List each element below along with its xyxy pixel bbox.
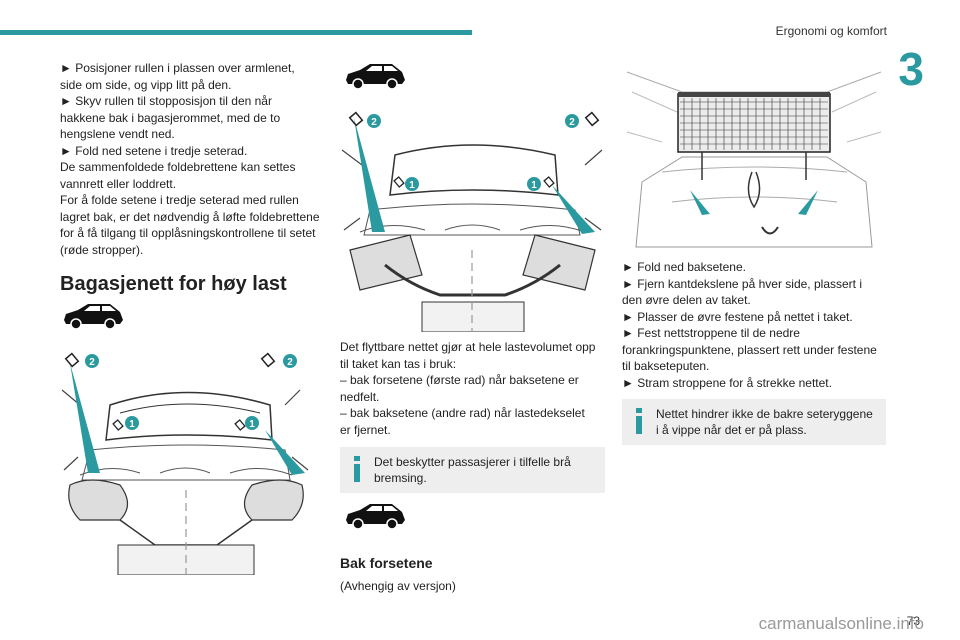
callout-1-left: 1 [409,180,415,191]
suv-car-icon [346,64,405,90]
text-line: ► Fjern kantdekslene på hver side, plass… [622,276,862,291]
text-line: ► Plasser de øvre festene på nettet i ta… [622,309,853,324]
callout-1-right: 1 [531,180,537,191]
watermark: carmanualsonline.info [758,614,924,633]
info-note: Det beskytter passasjerer i tilfelle brå… [340,447,605,493]
text-line: ► Fest nettstroppene til de nedre [622,326,800,340]
note-line: i å vippe når det er på plass. [656,423,807,437]
text-line: hengslene vendt ned. [60,127,175,141]
info-note: Nettet hindrer ikke de bakre seteryggene… [622,399,886,445]
column-3: ► Fold ned baksetene. ► Fjern kantdeksle… [622,259,886,445]
cargo-net-front-seats-illustration: 2 2 1 1 [61,352,309,575]
text-line: ► Skyv rullen til stopposisjon til den n… [60,94,272,108]
suv-car-icon [64,304,123,330]
callout-1-right: 1 [249,419,255,430]
text-line: ► Fold ned setene i tredje seterad. [60,143,248,158]
column-1: ► Posisjoner rullen i plassen over armle… [60,60,325,295]
callout-2-right: 2 [287,357,293,368]
text-line: lagret bak, er det nødvendig å løfte fol… [60,209,320,224]
text-line: Det flyttbare nettet gjør at hele lastev… [340,340,596,354]
cargo-net-rear-seats-illustration [626,71,882,248]
text-line: hakkene bak i bagasjerommet, med de to [60,110,281,125]
note-line: bremsing. [374,471,427,485]
text-line: forankringspunktene, plassert rett under… [622,342,877,357]
callout-2-right: 2 [569,117,575,128]
text-line: – bak forsetene (første rad) når baksete… [340,373,579,387]
section-title: Ergonomi og komfort [775,24,887,38]
note-line: Nettet hindrer ikke de bakre seteryggene [656,407,873,421]
text-line: ► Fold ned baksetene. [622,260,746,274]
page-number: 73 [906,614,920,628]
text-line: for å få tilgang til opplåsningskontroll… [60,226,316,240]
section-heading: Bagasjenett for høy last [60,273,287,295]
text-line: For å folde setene i tredje seterad med … [60,193,299,207]
column-2: Det flyttbare nettet gjør at hele lastev… [340,339,605,493]
text-line: vannrett eller loddrett. [60,176,177,191]
callout-2-left: 2 [89,357,95,368]
text-line: (røde stropper). [60,242,144,257]
note-line: Det beskytter passasjerer i tilfelle brå [374,455,571,469]
text-line: side om side, og vipp litt på den. [60,77,232,92]
column-2-bottom: Bak forsetene (Avhengig av versjon) [340,555,605,594]
text-line: til bakseteputen. [622,359,710,373]
text-line: De sammenfoldede foldebrettene kan sette… [60,160,296,174]
cargo-net-front-seats-7seat-illustration: 2 2 1 1 [341,111,603,332]
text-line: – bak baksetene (andre rad) når lastedek… [340,406,585,420]
callout-2-left: 2 [371,117,377,128]
text-line: til taket kan tas i bruk: [340,356,457,371]
text-line: ► Stram stroppene for å strekke nettet. [622,375,832,390]
text-line: er fjernet. [340,422,391,437]
info-icon [354,456,360,482]
chapter-number: 3 [898,43,924,95]
text-line: den øvre delen av taket. [622,293,751,307]
subsection-heading: Bak forsetene [340,555,433,571]
callout-1-left: 1 [129,419,135,430]
text-line: nedfelt. [340,389,380,404]
header-accent-bar [0,30,472,35]
suv-car-icon [346,504,405,530]
text-line: ► Posisjoner rullen i plassen over armle… [60,61,295,75]
subtitle: (Avhengig av versjon) [340,578,456,593]
info-icon [636,408,642,434]
